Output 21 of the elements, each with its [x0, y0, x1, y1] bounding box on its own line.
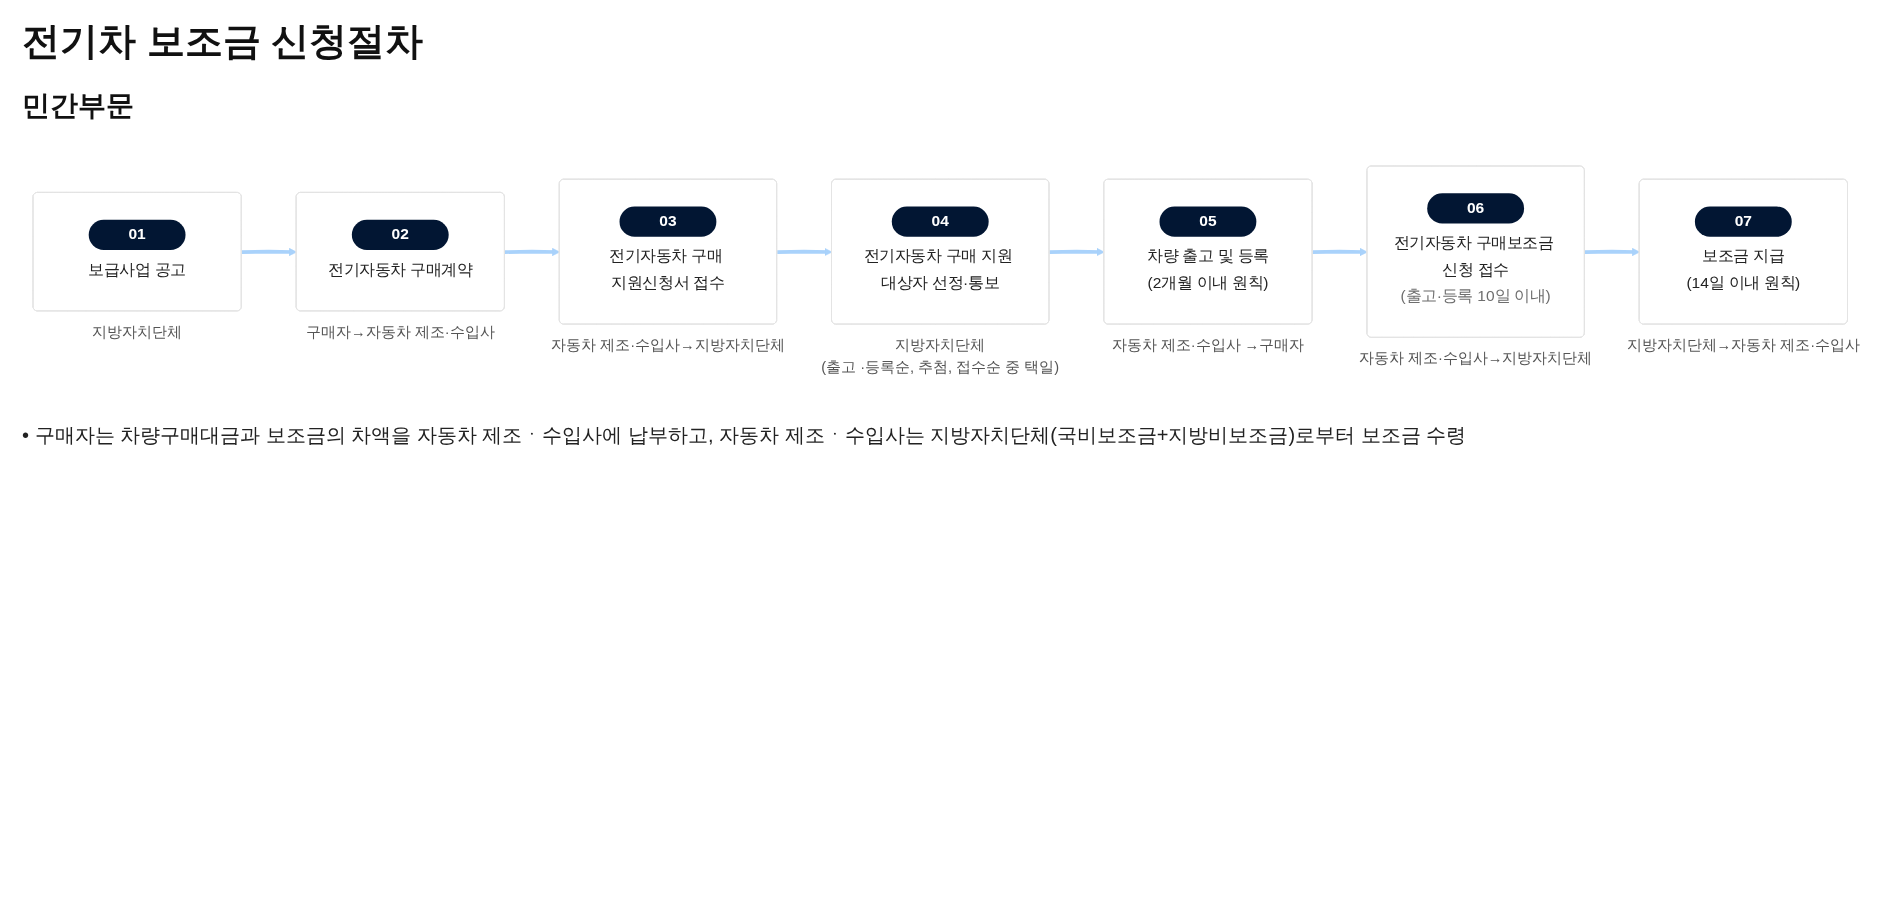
arrow — [504, 247, 561, 256]
node-caption: 지방자치단체 — [895, 336, 986, 353]
arrow — [777, 247, 833, 256]
section-heading: 민간부문 — [22, 89, 135, 123]
node-caption: 자동차 제조·수입사→지방자치단체 — [551, 336, 785, 353]
node-text: 03 전기자동차 구매 지원신청서 접수 — [609, 212, 725, 292]
node-caption: 지방자치단체→자동차 제조·수입사 — [1626, 336, 1861, 353]
arrow — [241, 247, 297, 256]
arrow — [1312, 247, 1368, 256]
node-caption: 지방자치단체 — [92, 323, 183, 340]
arrow — [1049, 247, 1105, 256]
node-caption: 자동차 제조·수입사→지방자치단체 — [1358, 349, 1593, 366]
arrow — [1584, 247, 1640, 256]
node-text: 02 전기자동차 구매계약 — [328, 225, 473, 279]
footnote: • 구매자는 차량구매대금과 보조금의 차액을 자동차 제조ㆍ수입사에 납부하고, 자동차 제조ㆍ수입사는 지방자치단체(국비보조금+지방비보조금)로부터 보조금 수령 — [22, 422, 1468, 448]
node-caption: 자동차 제조·수입사 →구매자 — [1111, 336, 1305, 353]
node-text: 07 보조금 지급 (14일 이내 원칙) — [1686, 212, 1801, 292]
node-caption: (출고 ·등록순, 추첨, 접수순 중 택일) — [821, 358, 1060, 375]
page-title: 전기차 보조금 신청절차 — [22, 19, 425, 64]
node-caption: 구매자→자동차 제조·수입사 — [306, 323, 495, 340]
node-text: 05 차량 출고 및 등록 (2개월 이내 원칙) — [1147, 212, 1269, 292]
